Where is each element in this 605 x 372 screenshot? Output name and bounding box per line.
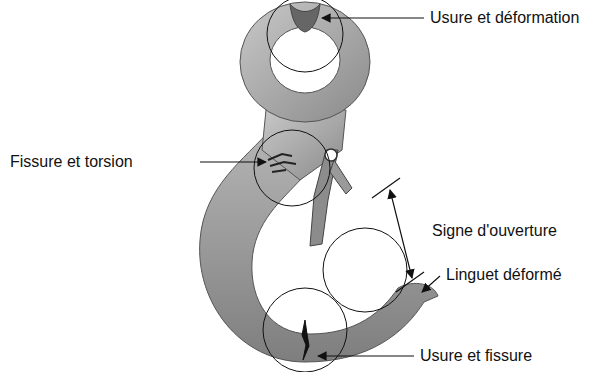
callout-label: Signe d'ouverture bbox=[430, 222, 559, 240]
inspection-circle bbox=[323, 228, 407, 312]
neck-crack bbox=[268, 154, 296, 172]
inspection-circle bbox=[263, 288, 347, 372]
leader-line bbox=[318, 355, 414, 356]
wear-notch bbox=[290, 4, 320, 32]
dimension-tick bbox=[372, 178, 400, 198]
callout-label: Linguet déformé bbox=[444, 266, 564, 284]
callout-label: Usure et fissure bbox=[418, 347, 534, 365]
callout-label: Usure et déformation bbox=[428, 9, 581, 27]
inspection-circle bbox=[254, 130, 330, 206]
latch-pin bbox=[325, 149, 337, 161]
inspection-circle bbox=[267, 0, 343, 72]
callout-label: Fissure et torsion bbox=[8, 153, 135, 171]
leader-line bbox=[322, 17, 424, 18]
latch-bent-part bbox=[330, 160, 352, 194]
bottom-crack bbox=[302, 320, 309, 360]
hook-eye bbox=[240, 2, 370, 122]
dimension-tick bbox=[396, 272, 424, 292]
leader-line bbox=[200, 161, 266, 162]
dimension-arrow bbox=[390, 190, 412, 278]
leader-line bbox=[422, 276, 440, 292]
